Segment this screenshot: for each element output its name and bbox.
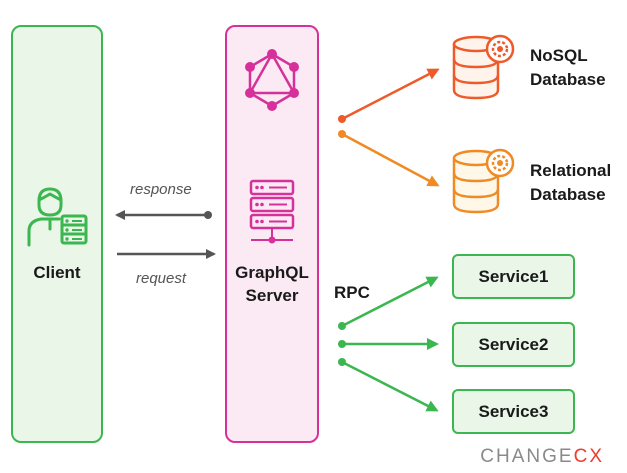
nosql-database-icon: [452, 34, 515, 100]
nosql-database-label: NoSQL Database: [530, 44, 606, 92]
relational-database-label: Relational Database: [530, 159, 611, 207]
rpc-label: RPC: [334, 283, 370, 302]
request-label: request: [136, 270, 187, 287]
gear-icon: [485, 34, 515, 64]
nosql-label-line2: Database: [530, 70, 606, 89]
relational-database-icon: [452, 148, 515, 214]
relational-label-line1: Relational: [530, 161, 612, 180]
logo-suffix: CX: [573, 446, 604, 467]
service1-box: Service1: [452, 254, 575, 299]
response-arrow-origin: [204, 211, 212, 219]
response-label: response: [130, 181, 192, 198]
relational-label-line2: Database: [530, 185, 606, 204]
rpc-arrow-service3-origin: [338, 358, 346, 366]
graphql-server-label: GraphQL Server: [225, 261, 319, 307]
client-panel: [11, 25, 103, 443]
service2-box: Service2: [452, 322, 575, 367]
rpc-arrow-service1-origin: [338, 322, 346, 330]
server-label-line1: GraphQL: [235, 263, 309, 282]
gear-icon: [485, 148, 515, 178]
server-label-line2: Server: [245, 286, 299, 305]
rpc-arrow-service2-origin: [338, 340, 346, 348]
client-user-icon: [27, 187, 88, 247]
nosql-label-line1: NoSQL: [530, 46, 588, 65]
relational-arrow-origin: [338, 130, 346, 138]
service3-box: Service3: [452, 389, 575, 434]
relational-arrow: [341, 132, 440, 187]
changecx-logo: CHANGECX: [480, 446, 604, 468]
nosql-arrow: [341, 68, 440, 121]
logo-prefix: CHANGE: [480, 446, 574, 467]
graphql-logo-icon: [245, 49, 299, 111]
rpc-arrow-service3: [341, 360, 439, 412]
client-label: Client: [33, 263, 81, 282]
server-rack-icon: [249, 179, 295, 244]
rpc-arrow-service1: [341, 276, 439, 328]
nosql-arrow-origin: [338, 115, 346, 123]
